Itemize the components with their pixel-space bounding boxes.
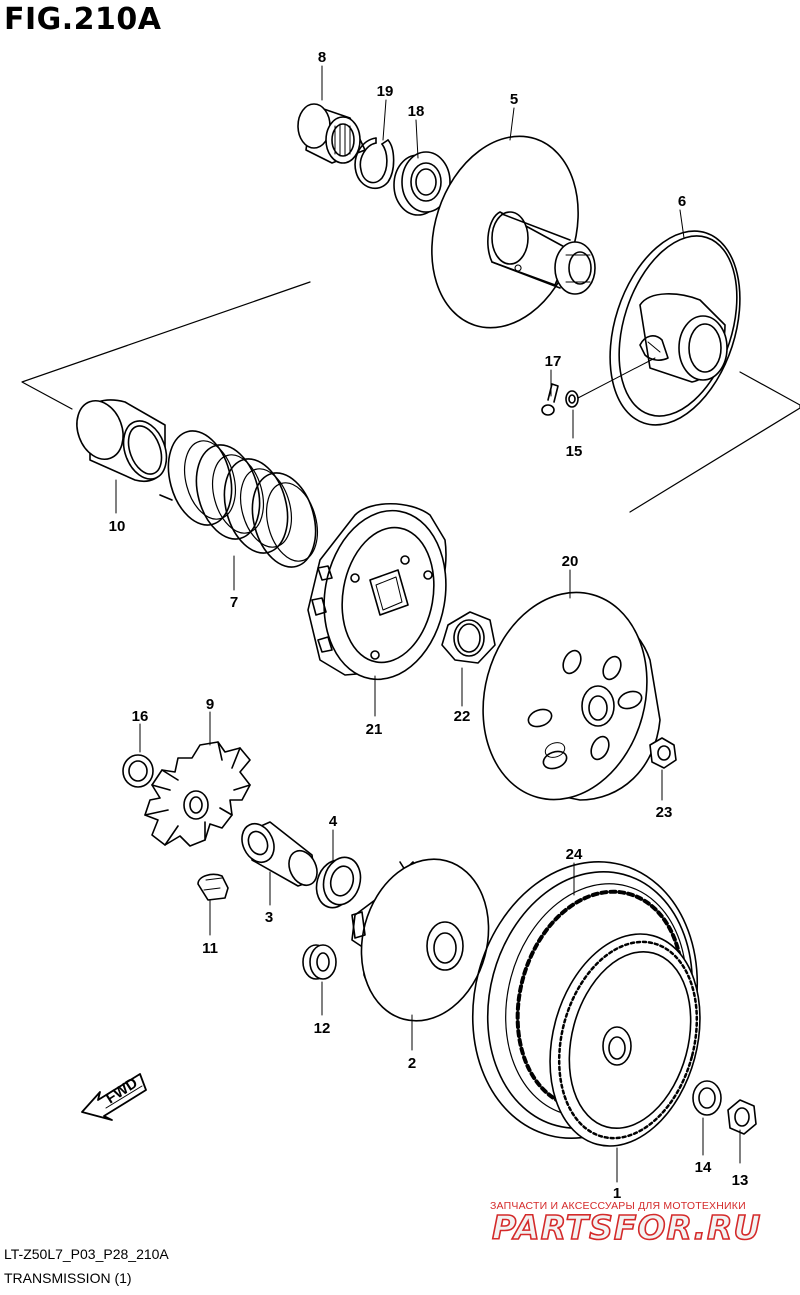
callout-4: 4 bbox=[329, 813, 338, 830]
diagram-name: TRANSMISSION (1) bbox=[4, 1270, 132, 1286]
part-7-spring bbox=[159, 430, 318, 568]
assembly-frame bbox=[21, 281, 800, 513]
callout-15: 15 bbox=[566, 443, 583, 460]
callout-9: 9 bbox=[206, 696, 214, 713]
callout-18: 18 bbox=[408, 103, 425, 120]
watermark-logo: PARTSFOR.RU bbox=[491, 1207, 762, 1248]
figure-title: FIG.210A bbox=[4, 2, 162, 37]
callout-12: 12 bbox=[314, 1020, 331, 1037]
callout-22: 22 bbox=[454, 708, 471, 725]
part-5-drive-face bbox=[431, 135, 596, 329]
part-3-spacer bbox=[241, 821, 318, 887]
callout-13: 13 bbox=[732, 1172, 749, 1189]
callout-17: 17 bbox=[545, 353, 562, 370]
part-20-clutch-housing bbox=[482, 591, 661, 801]
part-18-ball-bearing bbox=[393, 151, 451, 216]
leader-lines bbox=[115, 65, 741, 1183]
callout-11: 11 bbox=[202, 940, 218, 957]
callout-8: 8 bbox=[318, 49, 326, 66]
part-8-needle-bearing bbox=[297, 103, 366, 164]
part-1-driven-plate bbox=[549, 933, 701, 1147]
part-4-bearing bbox=[315, 856, 362, 909]
callout-6: 6 bbox=[678, 193, 686, 210]
part-19-circlip bbox=[354, 137, 395, 190]
diagram-code: LT-Z50L7_P03_P28_210A bbox=[4, 1246, 169, 1262]
callout-1: 1 bbox=[613, 1185, 621, 1202]
watermark-tagline: ЗАПЧАСТИ И АКСЕССУАРЫ ДЛЯ МОТОТЕХНИКИ bbox=[490, 1200, 746, 1212]
callout-24: 24 bbox=[566, 846, 583, 863]
callout-3: 3 bbox=[265, 909, 273, 926]
callout-20: 20 bbox=[562, 553, 579, 570]
part-21-clutch-shoe bbox=[307, 502, 447, 681]
callout-numbers: 8 19 18 5 6 17 15 10 7 21 22 20 23 16 9 … bbox=[109, 49, 749, 1202]
part-2-driven-face bbox=[351, 858, 490, 1022]
callout-10: 10 bbox=[109, 518, 126, 535]
callout-5: 5 bbox=[510, 91, 518, 108]
fwd-direction-arrow: FWD bbox=[81, 1073, 147, 1121]
part-12-bearing bbox=[302, 944, 337, 980]
callout-21: 21 bbox=[366, 721, 383, 738]
part-23-nut bbox=[649, 737, 677, 769]
part-9-cam-plate bbox=[144, 741, 251, 847]
callout-23: 23 bbox=[656, 804, 673, 821]
callout-16: 16 bbox=[132, 708, 149, 725]
part-22-nut bbox=[441, 611, 496, 664]
callout-2: 2 bbox=[408, 1055, 416, 1072]
part-17-pin bbox=[541, 383, 559, 416]
part-16-washer bbox=[122, 754, 154, 788]
callout-19: 19 bbox=[377, 83, 394, 100]
part-6-movable-drive-face bbox=[609, 230, 741, 426]
callout-7: 7 bbox=[230, 594, 238, 611]
callout-14: 14 bbox=[695, 1159, 712, 1176]
part-15-washer bbox=[565, 390, 579, 408]
part-11-slider bbox=[197, 873, 229, 901]
part-13-nut bbox=[727, 1099, 757, 1135]
part-10-collar bbox=[76, 399, 168, 482]
part-14-washer bbox=[692, 1080, 722, 1116]
